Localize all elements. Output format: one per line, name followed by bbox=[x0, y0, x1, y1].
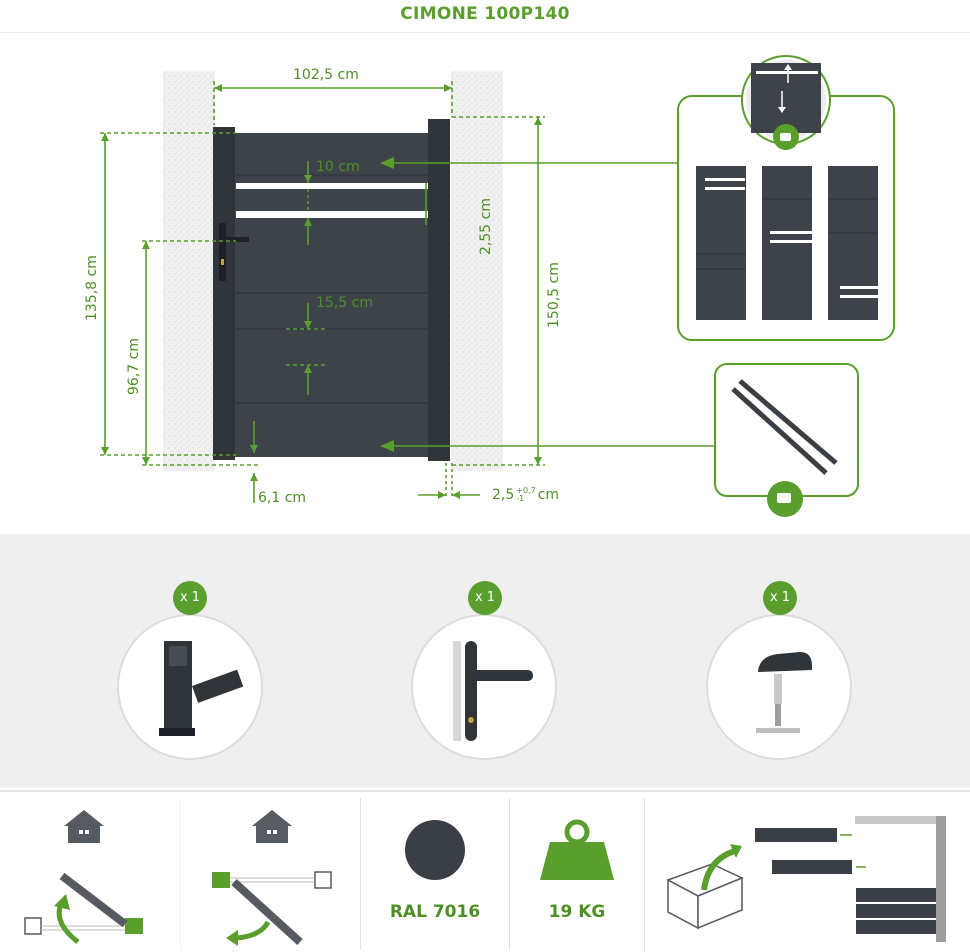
slat-gap-label: 2,55 cm bbox=[478, 198, 494, 255]
divider-2 bbox=[509, 798, 510, 950]
accessory-2-qty: x 1 bbox=[468, 581, 502, 615]
house-icon-right bbox=[252, 810, 292, 843]
accessory-1-qty: x 1 bbox=[173, 581, 207, 615]
right-post bbox=[428, 119, 450, 461]
house-icon-left bbox=[64, 810, 104, 843]
left-post bbox=[213, 127, 235, 460]
side-gap-tolerance-minus: -1 bbox=[516, 494, 525, 503]
accessories-panel: x 1 x 1 x 1 bbox=[0, 534, 970, 788]
accessory-3-qty: x 1 bbox=[763, 581, 797, 615]
lower-spacing-label: 15,5 cm bbox=[316, 295, 373, 311]
color-label: RAL 7016 bbox=[389, 902, 481, 922]
width-label: 102,5 cm bbox=[293, 67, 359, 83]
total-height-label: 150,5 cm bbox=[546, 262, 562, 328]
side-gap-unit: cm bbox=[537, 487, 560, 503]
divider-3 bbox=[644, 798, 645, 950]
handle-icon bbox=[453, 641, 533, 741]
gate-diagram bbox=[100, 55, 895, 517]
opening-inward-icon bbox=[24, 872, 143, 944]
frame-height-label: 135,8 cm bbox=[84, 255, 100, 321]
weight-label: 19 KG bbox=[548, 902, 606, 922]
gate-stop-icon bbox=[756, 652, 812, 733]
gate-dimensions-panel: 102,5 cm 10 cm 15,5 cm 6,1 cm 135,8 cm 9… bbox=[0, 32, 970, 532]
accessory-1 bbox=[117, 614, 263, 760]
divider-0 bbox=[180, 798, 181, 950]
hinge-icon bbox=[159, 641, 244, 736]
weight-icon bbox=[540, 819, 614, 880]
assembly-icon bbox=[666, 816, 946, 942]
product-title: CIMONE 100P140 bbox=[400, 4, 570, 24]
opening-outward-icon bbox=[212, 871, 332, 946]
side-gap-value: 2,5 bbox=[492, 487, 515, 503]
left-pillar bbox=[163, 71, 215, 471]
side-gap-tolerance-plus: +0,7 bbox=[516, 486, 536, 495]
opening-direction-icons bbox=[24, 810, 946, 946]
anchor-bars-callout bbox=[714, 363, 859, 497]
second-opening bbox=[236, 211, 428, 218]
accessory-2 bbox=[411, 614, 557, 760]
divider-1 bbox=[360, 798, 361, 950]
side-gap-label: 2,5+0,7-1 cm bbox=[492, 486, 560, 504]
top-opening bbox=[236, 183, 428, 189]
right-pillar bbox=[451, 71, 503, 471]
ral-color-swatch bbox=[405, 820, 465, 880]
handle-height-label: 96,7 cm bbox=[126, 338, 142, 395]
ground-clearance-label: 6,1 cm bbox=[258, 490, 307, 506]
title-bar: CIMONE 100P140 bbox=[0, 0, 970, 32]
accessory-3 bbox=[706, 614, 852, 760]
top-spacing-label: 10 cm bbox=[316, 159, 360, 175]
